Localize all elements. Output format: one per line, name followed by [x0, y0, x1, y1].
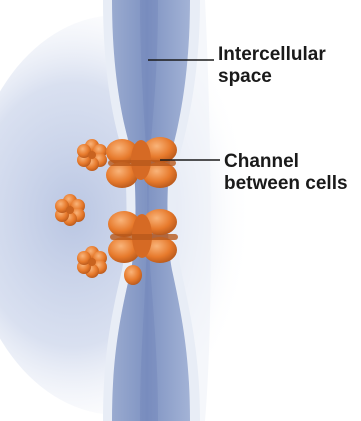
channel-label-line-1: Channel — [224, 151, 348, 173]
intercellular-space-label-line-2: space — [218, 66, 326, 88]
intercellular-space-label: Intercellular space — [218, 44, 326, 88]
channel-label-line-2: between cells — [224, 173, 348, 195]
intercellular-space-label-line-1: Intercellular — [218, 44, 326, 66]
channel-between-cells-label: Channel between cells — [224, 151, 348, 195]
